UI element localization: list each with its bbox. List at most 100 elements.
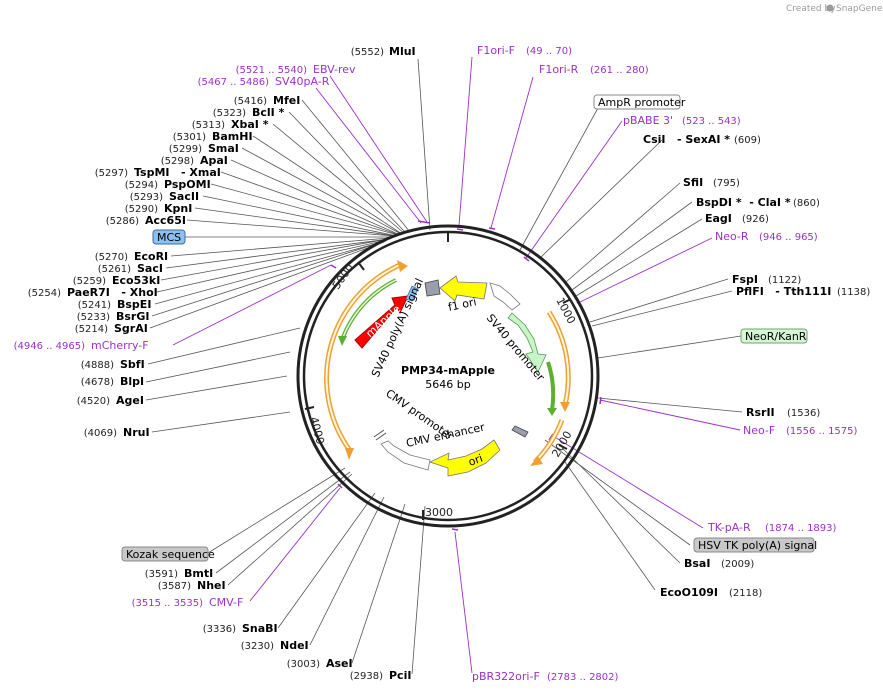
primer-sv40pa-r[interactable]: (5467 .. 5486)SV40pA-R bbox=[198, 75, 330, 88]
enzyme-bamhi[interactable]: (5301)BamHI bbox=[173, 130, 253, 143]
svg-text:EBV-rev: EBV-rev bbox=[313, 63, 356, 76]
svg-text:(4678): (4678) bbox=[81, 377, 114, 388]
feature-box-kozak[interactable]: Kozak sequence bbox=[121, 546, 215, 562]
svg-text:Eco53kI: Eco53kI bbox=[112, 274, 160, 287]
svg-text:AseI: AseI bbox=[326, 657, 353, 670]
svg-text:(2009): (2009) bbox=[721, 559, 754, 570]
svg-text:CMV-F: CMV-F bbox=[209, 596, 243, 609]
primer-f1ori-r[interactable]: F1ori-R(261 .. 280) bbox=[539, 63, 649, 76]
svg-text:(5294): (5294) bbox=[125, 180, 158, 191]
ori-label: ori bbox=[467, 452, 485, 469]
primer-pbr322ori-f[interactable]: pBR322ori-F(2783 .. 2802) bbox=[472, 670, 619, 683]
svg-text:NruI: NruI bbox=[123, 426, 150, 439]
enzyme-pcii[interactable]: (2938)PciI bbox=[350, 669, 412, 682]
primer-tk-pa-r[interactable]: TK-pA-R(1874 .. 1893) bbox=[707, 521, 837, 534]
feature-box-ampr-promoter[interactable]: AmpR promoter bbox=[593, 94, 686, 110]
enzyme-xbai[interactable]: (5313)XbaI * bbox=[192, 118, 269, 131]
enzyme-sfii[interactable]: SfiI(795) bbox=[683, 176, 740, 189]
svg-text:TspMI - XmaI: TspMI - XmaI bbox=[134, 166, 221, 179]
enzyme-nhei[interactable]: (3587)NheI bbox=[158, 579, 226, 592]
svg-text:PspOMI: PspOMI bbox=[164, 178, 211, 191]
enzyme-nrui[interactable]: (4069)NruI bbox=[84, 426, 150, 439]
svg-text:EcoO109I: EcoO109I bbox=[660, 586, 718, 599]
enzyme-saci[interactable]: (5261)SacI bbox=[98, 262, 163, 275]
svg-text:(5299): (5299) bbox=[169, 144, 202, 155]
enzyme-kpni[interactable]: (5290)KpnI bbox=[125, 202, 193, 215]
enzyme-bsrgi[interactable]: (5233)BsrGI bbox=[77, 310, 150, 323]
svg-text:(4888): (4888) bbox=[81, 360, 114, 371]
svg-text:F1ori-R: F1ori-R bbox=[539, 63, 579, 76]
mapple-feature bbox=[354, 295, 409, 349]
primer-mcherry-f[interactable]: (4946 .. 4965)mCherry-F bbox=[14, 339, 149, 352]
snapgene-watermark: Created by SnapGene bbox=[786, 4, 883, 14]
svg-text:PciI: PciI bbox=[389, 669, 411, 682]
enzyme-smai[interactable]: (5299) SmaI bbox=[169, 142, 239, 155]
enzyme-bspei[interactable]: (5241)BspEI bbox=[78, 298, 152, 311]
svg-text:(5290): (5290) bbox=[125, 204, 158, 215]
feature-box-hsv-tk-polya[interactable]: HSV TK poly(A) signal bbox=[693, 537, 817, 553]
enzyme-pspomi[interactable]: (5294) PspOMI bbox=[125, 178, 211, 191]
svg-text:(926): (926) bbox=[742, 214, 769, 225]
enzyme-ndei[interactable]: (3230)NdeI bbox=[241, 639, 309, 652]
svg-text:(5233): (5233) bbox=[77, 312, 110, 323]
enzyme-bcli[interactable]: (5323)BclI * bbox=[213, 106, 285, 119]
enzyme-csii-sexai[interactable]: CsiI - SexAI *(609) bbox=[643, 133, 761, 146]
enzyme-fspi[interactable]: FspI(1122) bbox=[732, 273, 801, 286]
enzyme-ecori[interactable]: (5270)EcoRI bbox=[95, 250, 168, 263]
svg-text:(5552): (5552) bbox=[351, 47, 384, 58]
primer-neo-r[interactable]: Neo-R(946 .. 965) bbox=[715, 230, 818, 243]
enzyme-sacii[interactable]: (5293)SacII bbox=[130, 190, 199, 203]
svg-text:HSV TK poly(A) signal: HSV TK poly(A) signal bbox=[698, 539, 817, 552]
svg-text:BclI *: BclI * bbox=[252, 106, 285, 119]
enzyme-apai[interactable]: (5298)ApaI bbox=[161, 154, 228, 167]
enzyme-ecoo109i[interactable]: EcoO109I (2118) bbox=[660, 586, 762, 599]
plasmid-name: PMP34-mApple bbox=[401, 364, 495, 377]
primer-pbabe3[interactable]: pBABE 3'(523 .. 543) bbox=[623, 114, 741, 127]
svg-text:(4520): (4520) bbox=[77, 396, 110, 407]
sv40-polya-feature bbox=[405, 285, 419, 302]
primer-labels: (5521 .. 5540)EBV-rev (5467 .. 5486)SV40… bbox=[14, 44, 858, 683]
svg-text:BsaI: BsaI bbox=[684, 557, 710, 570]
primer-neo-f[interactable]: Neo-F(1556 .. 1575) bbox=[743, 424, 858, 437]
enzyme-agei[interactable]: (4520)AgeI bbox=[77, 394, 144, 407]
enzyme-asei[interactable]: (3003) AseI bbox=[287, 657, 353, 670]
svg-text:(2118): (2118) bbox=[729, 588, 762, 599]
enzyme-bmti[interactable]: (3591)BmtI bbox=[145, 567, 213, 580]
enzyme-eagi[interactable]: EagI(926) bbox=[705, 212, 769, 225]
enzyme-leader-lines bbox=[145, 58, 743, 675]
svg-text:Acc65I: Acc65I bbox=[145, 214, 186, 227]
enzyme-acc65i[interactable]: (5286)Acc65I bbox=[106, 214, 186, 227]
enzyme-tspmi-xmai[interactable]: (5297) TspMI - XmaI bbox=[95, 166, 221, 179]
primer-ebv-rev[interactable]: (5521 .. 5540)EBV-rev bbox=[236, 63, 356, 76]
enzyme-bsai[interactable]: BsaI (2009) bbox=[684, 557, 754, 570]
enzyme-bspdi-clai[interactable]: BspDI * - ClaI *(860) bbox=[696, 196, 820, 209]
enzyme-snabi[interactable]: (3336)SnaBI bbox=[203, 622, 278, 635]
enzyme-rsrii[interactable]: RsrII(1536) bbox=[746, 406, 820, 419]
primer-cmv-f[interactable]: (3515 .. 3535)CMV-F bbox=[132, 596, 244, 609]
svg-text:AmpR promoter: AmpR promoter bbox=[598, 96, 686, 109]
svg-text:(5297): (5297) bbox=[95, 168, 128, 179]
svg-text:(1874 .. 1893): (1874 .. 1893) bbox=[765, 523, 837, 534]
svg-text:(4946 .. 4965): (4946 .. 4965) bbox=[14, 341, 86, 352]
svg-text:SmaI: SmaI bbox=[208, 142, 239, 155]
svg-text:(3003): (3003) bbox=[287, 659, 320, 670]
enzyme-pflfi-tth111i[interactable]: PflFI - Tth111I(1138) bbox=[736, 285, 870, 298]
enzyme-blpi[interactable]: (4678)BlpI bbox=[81, 375, 144, 388]
enzyme-sbfi[interactable]: (4888)SbfI bbox=[81, 358, 145, 371]
ampr-promoter-feature bbox=[489, 282, 521, 311]
svg-text:(5261): (5261) bbox=[98, 264, 131, 275]
enzyme-eco53ki[interactable]: (5259)Eco53kI bbox=[73, 274, 161, 287]
svg-text:Neo-F: Neo-F bbox=[743, 424, 775, 437]
svg-text:(5301): (5301) bbox=[173, 132, 206, 143]
enzymes-left: (5552)MluI (5416)MfeI (5323)BclI * (5313… bbox=[28, 45, 416, 682]
svg-text:(3587): (3587) bbox=[158, 581, 191, 592]
svg-text:SacII: SacII bbox=[169, 190, 199, 203]
enzyme-mfei[interactable]: (5416)MfeI bbox=[234, 94, 301, 107]
feature-box-neor-kanr[interactable]: NeoR/KanR bbox=[740, 328, 808, 344]
feature-box-mcs[interactable]: MCS bbox=[152, 229, 186, 245]
enzyme-paer7i-xhoi[interactable]: (5254)PaeR7I - XhoI bbox=[28, 286, 158, 299]
primer-f1ori-f[interactable]: F1ori-F(49 .. 70) bbox=[477, 44, 572, 57]
enzyme-sgrai[interactable]: (5214)SgrAI bbox=[75, 322, 148, 335]
svg-text:(946 .. 965): (946 .. 965) bbox=[759, 232, 818, 243]
enzyme-mlui[interactable]: (5552)MluI bbox=[351, 45, 416, 58]
